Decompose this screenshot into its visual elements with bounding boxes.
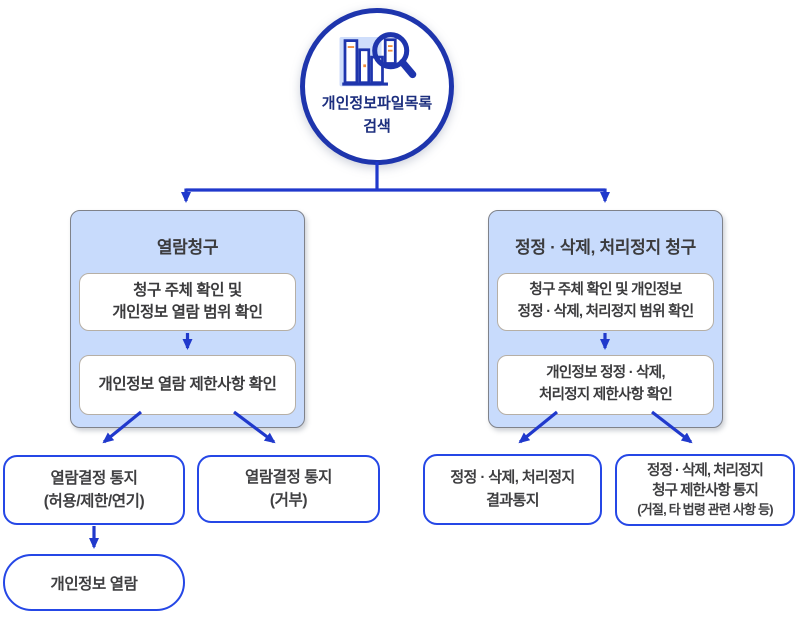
panel-correction-deletion-request: 정정 · 삭제, 처리정지 청구 청구 주체 확인 및 개인정보 정정 · 삭제… <box>488 210 723 428</box>
root-node-file-search: 개인정보파일목록 검색 <box>300 8 454 165</box>
outcome-correction-result-notice: 정정 · 삭제, 처리정지 결과통지 <box>423 454 602 525</box>
outcome-correction-restriction-notice: 정정 · 삭제, 처리정지 청구 제한사항 통지 (거절, 타 법령 관련 사항… <box>615 454 795 526</box>
panel-view-request-title: 열람청구 <box>156 238 219 257</box>
step-check-view-restrictions: 개인정보 열람 제한사항 확인 <box>79 355 296 415</box>
step-line: 청구 주체 확인 및 개인정보 <box>529 282 682 299</box>
outcome-line: 열람결정 통지 <box>244 468 333 486</box>
step-verify-requester-correction-scope: 청구 주체 확인 및 개인정보 정정 · 삭제, 처리정지 범위 확인 <box>497 273 714 331</box>
outcome-line: 결과통지 <box>486 491 539 509</box>
root-node-label: 개인정보파일목록 검색 <box>322 92 432 139</box>
root-node-label-line2: 검색 <box>363 118 391 136</box>
step-line: 개인정보 열람 제한사항 확인 <box>98 375 277 393</box>
outcome-line: 열람결정 통지 <box>50 469 138 487</box>
step-line: 정정 · 삭제, 처리정지 범위 확인 <box>517 304 694 320</box>
outcome-line: (거부) <box>269 492 308 509</box>
final-node-label: 개인정보 열람 <box>50 575 138 593</box>
root-node-label-line1: 개인정보파일목록 <box>321 95 433 112</box>
step-line: 개인정보 정정 · 삭제, <box>546 365 665 382</box>
step-check-correction-restrictions: 개인정보 정정 · 삭제, 처리정지 제한사항 확인 <box>497 355 714 415</box>
outcome-view-decision-notice-denied: 열람결정 통지 (거부) <box>197 455 380 523</box>
step-line: 처리정지 제한사항 확인 <box>538 387 673 403</box>
outcome-line: (거절, 타 법령 관련 사항 등) <box>637 502 773 518</box>
outcome-view-decision-notice-allowed: 열람결정 통지 (허용/제한/연기) <box>3 455 185 525</box>
panel-correction-deletion-title: 정정 · 삭제, 처리정지 청구 <box>515 238 696 257</box>
step-verify-requester-view-scope: 청구 주체 확인 및 개인정보 열람 범위 확인 <box>79 273 296 331</box>
outcome-line: 정정 · 삭제, 처리정지 <box>450 469 575 486</box>
outcome-line: (허용/제한/연기) <box>43 493 145 510</box>
final-node-personal-info-view: 개인정보 열람 <box>3 554 185 611</box>
panel-view-request: 열람청구 청구 주체 확인 및 개인정보 열람 범위 확인 개인정보 열람 제한… <box>70 210 305 428</box>
step-line: 개인정보 열람 범위 확인 <box>112 304 263 321</box>
outcome-line: 청구 제한사항 통지 <box>652 482 759 499</box>
step-line: 청구 주체 확인 및 <box>133 281 242 299</box>
file-search-icon <box>331 26 423 90</box>
outcome-line: 정정 · 삭제, 처리정지 <box>647 462 764 479</box>
